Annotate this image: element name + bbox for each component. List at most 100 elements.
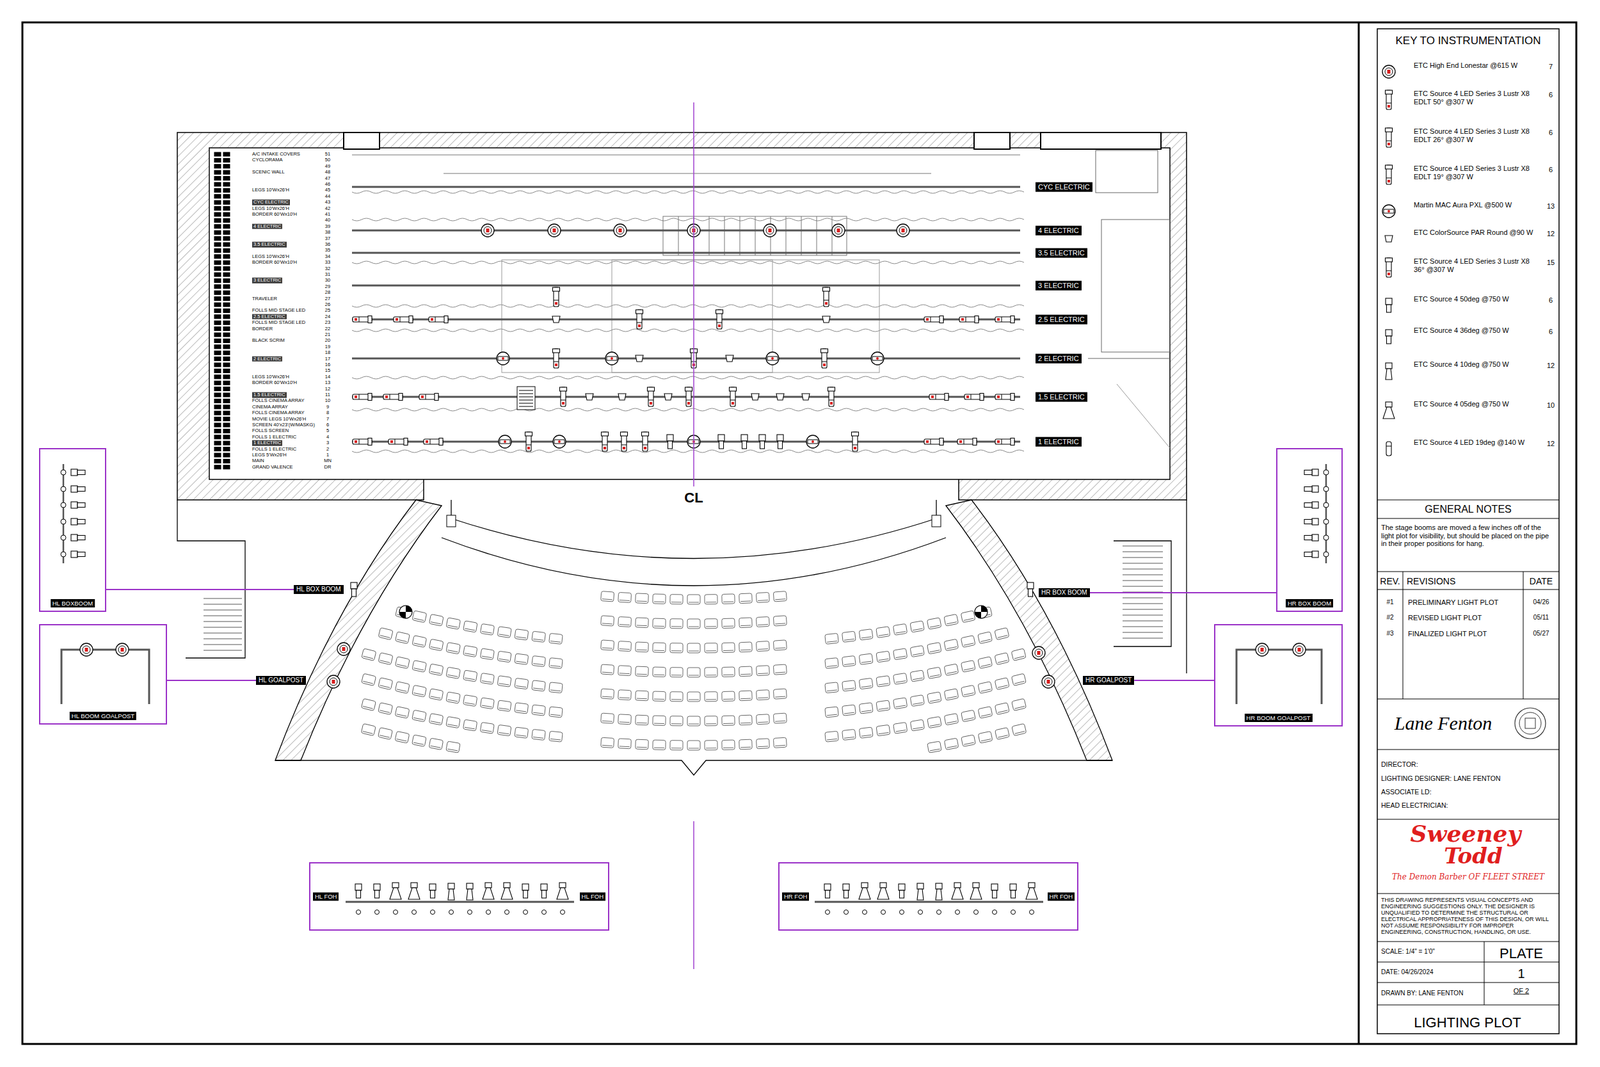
seat-symbol xyxy=(892,623,907,635)
seat-symbol xyxy=(412,660,427,673)
seat-symbol xyxy=(670,691,683,702)
seat-symbol xyxy=(773,712,787,724)
seat-symbol xyxy=(670,618,683,629)
instrument-yoke xyxy=(647,387,655,392)
lineset-name: FOLLS 1 ELECTRIC xyxy=(252,433,297,440)
seat-symbol xyxy=(740,746,751,749)
legend-text: ETC Source 4 05deg @750 W xyxy=(1413,400,1539,409)
instrument-color xyxy=(385,395,388,399)
seat-symbol xyxy=(514,653,529,665)
seat-symbol xyxy=(773,664,787,675)
pin-rail-mark xyxy=(214,296,221,301)
lineset-name: CYCLORAMA xyxy=(252,157,283,164)
instrument-body xyxy=(1041,675,1055,688)
seat-symbol xyxy=(977,706,993,719)
seat-symbol xyxy=(946,622,957,624)
instrument-yoke xyxy=(851,432,859,436)
lineset-name: SCENIC WALL xyxy=(252,169,285,176)
callout-label: HL BOX BOOM xyxy=(296,585,342,594)
instrument-symbol xyxy=(759,434,766,449)
unit-circle xyxy=(992,910,998,915)
instrument-yoke xyxy=(1385,128,1393,132)
seat-symbol xyxy=(944,737,959,750)
seat-symbol xyxy=(739,593,753,604)
seat-symbol xyxy=(893,648,908,660)
stair-tread xyxy=(203,604,242,605)
college-seal xyxy=(1519,712,1542,735)
seat-symbol xyxy=(652,618,666,629)
instrument-barrel xyxy=(1011,890,1016,898)
inset-box: HL BOXBOOM xyxy=(39,448,107,612)
seat-symbol xyxy=(704,594,718,605)
instrument-body xyxy=(801,393,810,400)
pin-rail-mark xyxy=(223,212,230,217)
seat-symbol xyxy=(994,677,1010,690)
seat-symbol xyxy=(773,737,787,748)
seat-symbol xyxy=(878,732,889,734)
seat-symbol xyxy=(636,746,648,749)
seat-symbol xyxy=(944,638,959,651)
seat-symbol xyxy=(721,666,735,678)
seat-symbol xyxy=(927,741,942,753)
seat-symbol xyxy=(600,664,615,675)
seat-symbol xyxy=(481,705,493,707)
table-rule xyxy=(1484,941,1485,1005)
unit-circle xyxy=(393,910,399,915)
seat-symbol xyxy=(499,683,510,685)
lineset-name: 3 ELECTRIC xyxy=(252,277,283,284)
pin-rail-mark xyxy=(214,188,221,192)
seat-symbol xyxy=(704,643,718,653)
seat-symbol xyxy=(927,641,942,654)
seat-symbol xyxy=(994,702,1010,715)
credit-line: HEAD ELECTRICIAN: xyxy=(1381,801,1448,809)
seat-symbol xyxy=(704,618,718,629)
seat-symbol xyxy=(497,626,512,639)
seat-symbol xyxy=(844,663,855,665)
seat-symbol xyxy=(858,629,873,641)
seat-symbol xyxy=(602,623,613,624)
lineset-number: 6 xyxy=(326,422,329,429)
seat-symbol xyxy=(721,593,735,605)
instrument-detail xyxy=(359,394,360,400)
wing-outline xyxy=(1101,219,1170,352)
seat-symbol xyxy=(635,641,649,653)
seat-symbol xyxy=(773,591,787,602)
instrument-yoke xyxy=(944,393,949,401)
seat-symbol xyxy=(652,618,666,629)
pin-rail-mark xyxy=(223,320,230,325)
lineset-number: 1 xyxy=(326,452,329,459)
unit-circle xyxy=(1011,910,1016,915)
pin-rail-mark xyxy=(223,242,230,247)
instrument-lens xyxy=(550,226,559,235)
instrument-symbol xyxy=(408,882,420,900)
seat-symbol xyxy=(739,593,753,604)
seat-symbol xyxy=(826,641,838,643)
instrument-barrel xyxy=(951,887,964,900)
seat-symbol xyxy=(635,641,649,653)
instrument-symbol xyxy=(1304,551,1319,558)
seat-symbol xyxy=(412,610,427,623)
instrument-body xyxy=(485,882,492,888)
seat-symbol xyxy=(824,632,839,644)
seat-symbol xyxy=(670,667,683,678)
instrument-symbol xyxy=(823,287,831,307)
instrument-symbol xyxy=(522,883,529,898)
seat-symbol xyxy=(499,634,510,636)
legend-text: ETC Source 4 LED 19deg @140 W xyxy=(1413,438,1539,447)
seat-symbol xyxy=(824,706,839,718)
seat-symbol xyxy=(533,712,544,714)
seat-symbol xyxy=(927,716,942,728)
instrument-color xyxy=(120,647,125,652)
seat-symbol xyxy=(687,740,701,751)
lineset-name: LEGS 10'Wx26'H xyxy=(252,205,290,212)
instrument-detail xyxy=(965,316,967,322)
stair-tread xyxy=(203,615,242,617)
seat-symbol xyxy=(980,664,991,667)
pin-rail-mark xyxy=(223,194,230,199)
instrument-band xyxy=(499,439,511,444)
centerline xyxy=(693,821,695,969)
seat-symbol xyxy=(963,618,975,621)
seat-symbol xyxy=(412,635,427,648)
seat-symbol xyxy=(394,706,410,719)
sheet-info: DRAWN BY: LANE FENTON xyxy=(1381,989,1464,998)
